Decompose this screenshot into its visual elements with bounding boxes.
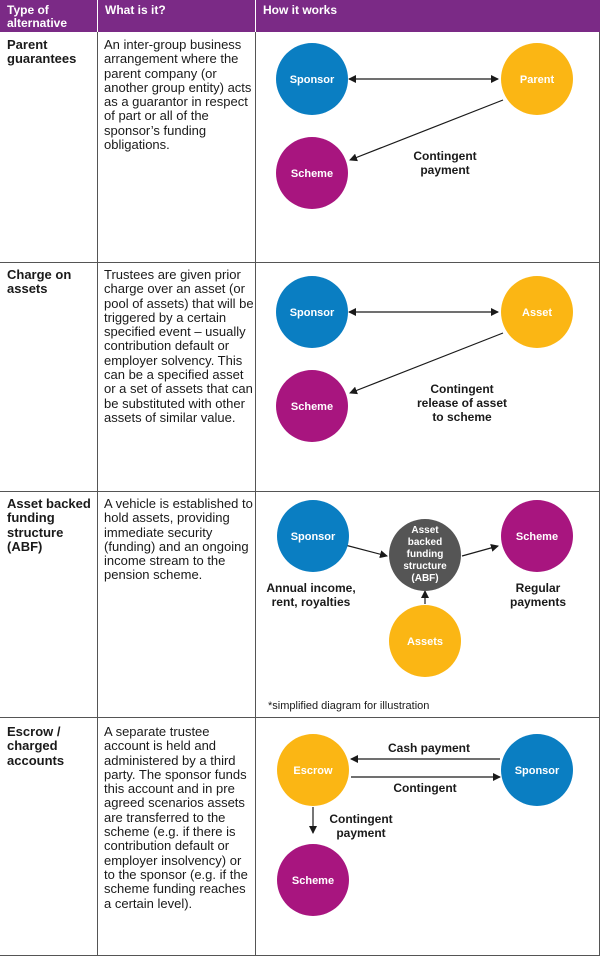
diagram-charge-on-assets: Sponsor Asset Scheme Contingent release … bbox=[276, 276, 573, 442]
column-divider bbox=[255, 32, 256, 956]
scheme-node bbox=[276, 370, 348, 442]
abf-node-label: Asset bbox=[411, 525, 439, 536]
escrow-node bbox=[277, 734, 349, 806]
asset-scheme-arrow bbox=[349, 332, 504, 395]
sponsor-node-label: Sponsor bbox=[515, 765, 560, 777]
diagram-parent-guarantees: Sponsor Parent Scheme Contingent payment bbox=[276, 43, 573, 209]
column-divider bbox=[97, 32, 98, 956]
scheme-node bbox=[276, 137, 348, 209]
row-type-escrow: Escrow / charged accounts bbox=[7, 724, 65, 768]
scheme-node bbox=[501, 500, 573, 572]
contingent-payment-label: Contingent bbox=[413, 149, 476, 163]
asset-node-label: Asset bbox=[522, 307, 552, 319]
scheme-node-label: Scheme bbox=[292, 875, 334, 887]
sponsor-node-label: Sponsor bbox=[290, 74, 335, 86]
header-divider bbox=[255, 0, 256, 32]
abf-node-label: backed bbox=[408, 537, 442, 548]
contingent-label: Contingent bbox=[393, 781, 456, 795]
sponsor-node bbox=[276, 276, 348, 348]
row-description-parent-guarantees: An inter-group business arrangement wher… bbox=[104, 37, 252, 153]
sponsor-node-label: Sponsor bbox=[290, 307, 335, 319]
annual-income-label: Annual income, bbox=[266, 581, 355, 595]
parent-node bbox=[501, 43, 573, 115]
diagram-abf: Sponsor Asset backed funding structure (… bbox=[266, 500, 573, 712]
scheme-node-label: Scheme bbox=[291, 401, 333, 413]
scheme-node-label: Scheme bbox=[291, 168, 333, 180]
header-what-is-it: What is it? bbox=[105, 3, 166, 17]
sponsor-node-label: Sponsor bbox=[291, 531, 336, 543]
header-type-of-alternative: Type of alternative bbox=[7, 3, 68, 30]
regular-payments-label: Regular bbox=[516, 581, 561, 595]
regular-payments-label: payments bbox=[510, 595, 566, 609]
row-description-escrow: A separate trustee account is held and a… bbox=[104, 724, 248, 911]
sponsor-abf-arrow bbox=[344, 544, 388, 559]
contingent-release-label: Contingent bbox=[430, 382, 493, 396]
sponsor-node bbox=[501, 734, 573, 806]
scheme-node bbox=[277, 844, 349, 916]
sponsor-node bbox=[277, 500, 349, 572]
assets-node bbox=[389, 605, 461, 677]
contingent-payment-label: payment bbox=[420, 163, 469, 177]
diagram-escrow: Escrow Sponsor Scheme Cash payment Conti… bbox=[277, 734, 573, 916]
abf-node-label: (ABF) bbox=[411, 573, 438, 584]
contingent-payment-label: payment bbox=[336, 826, 385, 840]
scheme-node-label: Scheme bbox=[516, 531, 558, 543]
row-description-charge-on-assets: Trustees are given prior charge over an … bbox=[104, 267, 254, 425]
row-type-parent-guarantees: Parent guarantees bbox=[7, 37, 77, 67]
annual-income-label: rent, royalties bbox=[272, 595, 351, 609]
abf-node-label: funding bbox=[407, 549, 444, 560]
asset-node bbox=[501, 276, 573, 348]
assets-node-label: Assets bbox=[407, 636, 443, 648]
abf-node-label: structure bbox=[403, 561, 447, 572]
row-description-abf: A vehicle is established to hold assets,… bbox=[104, 496, 253, 583]
header-divider bbox=[97, 0, 98, 32]
cash-payment-label: Cash payment bbox=[388, 741, 470, 755]
contingent-release-label: to scheme bbox=[432, 410, 492, 424]
escrow-node-label: Escrow bbox=[293, 765, 333, 777]
simplified-diagram-note: *simplified diagram for illustration bbox=[268, 700, 429, 712]
header-how-it-works: How it works bbox=[263, 3, 338, 17]
table-header: Type of alternative What is it? How it w… bbox=[0, 0, 600, 32]
contingent-release-label: release of asset bbox=[417, 396, 507, 410]
parent-node-label: Parent bbox=[520, 74, 555, 86]
row-type-charge-on-assets: Charge on assets bbox=[7, 267, 72, 297]
abf-scheme-arrow bbox=[461, 544, 499, 557]
sponsor-node bbox=[276, 43, 348, 115]
abf-node bbox=[389, 519, 461, 591]
parent-scheme-arrow bbox=[349, 99, 504, 162]
contingent-payment-label: Contingent bbox=[329, 812, 392, 826]
row-type-abf: Asset backed funding structure (ABF) bbox=[7, 496, 91, 554]
